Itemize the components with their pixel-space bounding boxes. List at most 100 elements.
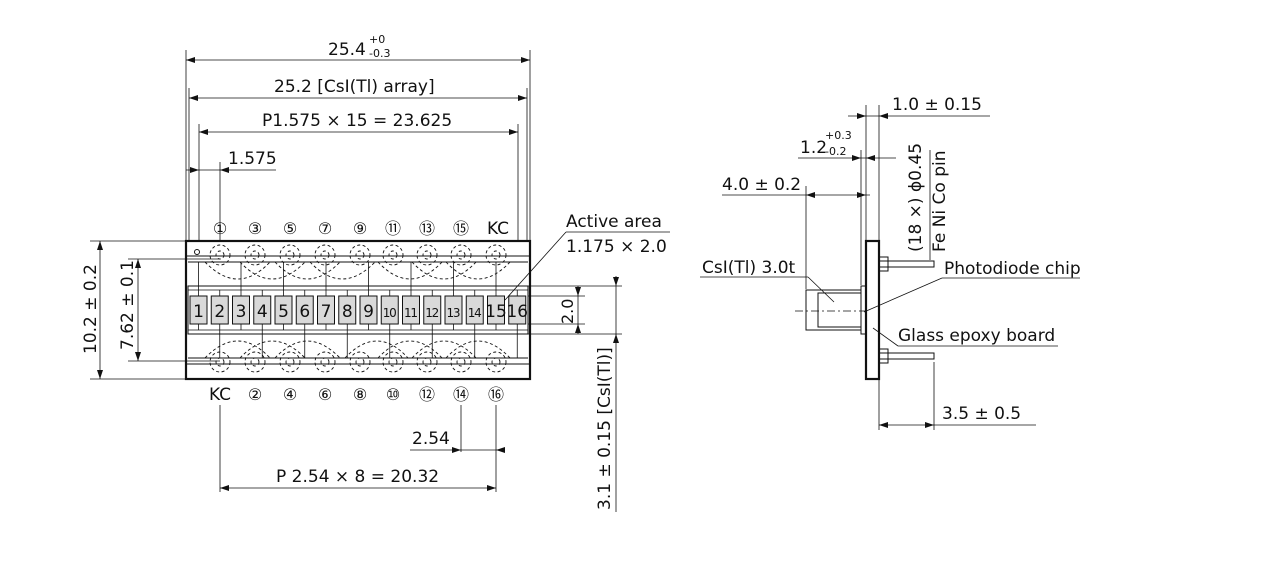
pin-top-circle [416, 244, 438, 266]
element-number: 1 [193, 302, 204, 322]
pin-top-circle [349, 244, 371, 266]
pin-label-bottom: ⑫ [419, 385, 435, 404]
pin-label-bottom: ⑯ [488, 385, 504, 404]
pin-bottom-circle [209, 351, 231, 373]
active-area-label: Active area [566, 212, 662, 232]
pin-label-top: ⑤ [283, 219, 297, 238]
pin-lower-collar [878, 348, 889, 364]
active-area-leader [504, 231, 567, 301]
pin-routing-arc [411, 261, 477, 280]
dim-gap-tol-lower: -0.2 [825, 145, 846, 158]
pin-routing-arc [204, 261, 271, 280]
pin-label-bottom: ② [248, 385, 262, 404]
pin-bottom-core [250, 357, 260, 367]
element-number: 11 [404, 306, 418, 320]
pin-top-core [320, 250, 330, 260]
pin-upper [878, 260, 935, 268]
index-mark [194, 249, 200, 255]
pin-label-top: KC [487, 219, 509, 239]
pin-label-top: ⑨ [353, 219, 367, 238]
pin-bottom-core [320, 357, 330, 367]
element-number: 8 [342, 302, 353, 322]
pin-top-core [355, 250, 365, 260]
pin-routing-arc [344, 340, 409, 359]
pin-lower [878, 352, 935, 360]
pin-top-circle [382, 244, 404, 266]
pin-top-core [285, 250, 295, 260]
element-number: 6 [299, 302, 310, 322]
pin-routing-arc [274, 340, 341, 359]
pin-bottom-core [285, 357, 295, 367]
pin-routing-arc [239, 261, 306, 280]
dim-pin-pitch: 2.54 [412, 429, 450, 449]
pin-routing-arc [377, 261, 443, 280]
element-number: 9 [363, 302, 374, 322]
pin-bottom-core [491, 357, 501, 367]
pin-top-circle [244, 244, 266, 266]
pin-routing-arc [204, 340, 271, 359]
dim-height-pins: 7.62 ± 0.1 [118, 260, 138, 350]
pin-routing-arc [445, 261, 511, 280]
pin-label-top: ⑪ [385, 219, 401, 238]
dim-overall-tol-upper: +0 [369, 33, 385, 46]
pin-label-top: ③ [248, 219, 262, 238]
pin-bottom-circle [416, 351, 438, 373]
pin-label-bottom: ⑭ [453, 385, 469, 404]
pin-bottom-circle [485, 351, 507, 373]
pin-label-bottom: ④ [283, 385, 297, 404]
dim-height-overall: 10.2 ± 0.2 [81, 264, 101, 354]
active-area-size: 1.175 × 2.0 [566, 237, 667, 257]
pin-bottom-circle [314, 351, 336, 373]
pin-bottom-core [422, 357, 432, 367]
pin-routing-arc [445, 340, 511, 359]
board-label: Glass epoxy board [898, 326, 1055, 346]
element-number: 10 [383, 306, 397, 320]
pin-bottom-circle [450, 351, 472, 373]
pin-top-core [491, 250, 501, 260]
pin-bottom-circle [349, 351, 371, 373]
pin-routing-arc [239, 340, 306, 359]
pin-upper-collar [878, 256, 889, 272]
pin-label-bottom: ⑩ [386, 385, 400, 404]
pin-label-top: ⑮ [453, 219, 469, 238]
element-number: 2 [214, 302, 225, 322]
pin-top-circle [450, 244, 472, 266]
crystal-leader-diag [807, 276, 835, 303]
chip-leader-diag [863, 277, 943, 313]
pin-label-bottom: ⑥ [318, 385, 332, 404]
element-number: 14 [468, 306, 482, 320]
pin-label-top: ⑦ [318, 219, 332, 238]
pin-spec-qty: (18 ×) ϕ0.45 [906, 143, 926, 252]
dim-pin-length: 3.5 ± 0.5 [942, 404, 1021, 424]
pin-bottom-core [456, 357, 466, 367]
pin-bottom-core [215, 357, 225, 367]
element-number: 13 [447, 306, 461, 320]
dim-pitch-total: P1.575 × 15 = 23.625 [262, 111, 452, 131]
pin-top-circle [209, 244, 231, 266]
pin-bottom-circle [244, 351, 266, 373]
pin-label-bottom: KC [209, 385, 231, 405]
chip-label: Photodiode chip [944, 259, 1081, 279]
dim-depth: 4.0 ± 0.2 [722, 175, 801, 195]
dim-gap-base: 1.2 [800, 138, 827, 158]
dim-pin-pitch-total: P 2.54 × 8 = 20.32 [276, 467, 439, 487]
pin-routing-arc [274, 261, 341, 280]
csi-crystal [805, 289, 862, 331]
pin-top-core [250, 250, 260, 260]
dim-pitch: 1.575 [228, 149, 277, 169]
pin-routing-arc [309, 261, 376, 280]
element-number: 15 [485, 302, 507, 322]
pin-marks [204, 244, 511, 373]
pin-top-circle [279, 244, 301, 266]
crystal-label: CsI(Tl) 3.0t [702, 258, 796, 278]
dim-cell-height: 2.0 [558, 299, 577, 324]
element-number: 5 [278, 302, 289, 322]
element-number: 7 [321, 302, 332, 322]
dim-overall-width: 25.4 [328, 40, 366, 60]
pin-label-bottom: ⑧ [353, 385, 367, 404]
